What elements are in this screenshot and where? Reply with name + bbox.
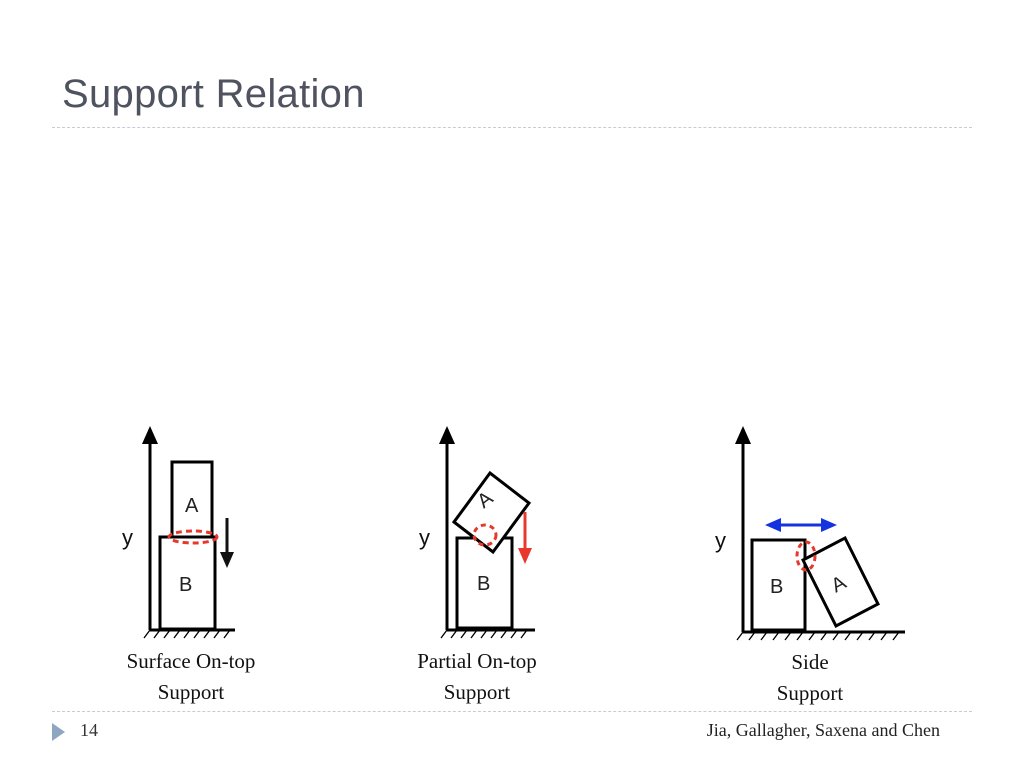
caption-line2: Support bbox=[443, 680, 511, 704]
box-a-tilted: A bbox=[451, 470, 532, 555]
support-arrow bbox=[765, 518, 837, 532]
caption-line2: Support bbox=[776, 681, 844, 705]
caption-side-support: Side Support bbox=[680, 647, 940, 709]
page-number: 14 bbox=[80, 720, 98, 740]
caption-line2: Support bbox=[157, 680, 225, 704]
title-divider bbox=[52, 127, 972, 128]
box-a-label: A bbox=[185, 495, 199, 517]
box-b: B bbox=[158, 535, 217, 631]
ground-hatch bbox=[440, 628, 535, 639]
play-triangle-icon bbox=[52, 723, 65, 741]
caption-line1: Side bbox=[791, 650, 829, 674]
caption-partial-ontop: Partial On-top Support bbox=[347, 646, 607, 708]
box-a: A bbox=[170, 460, 214, 539]
box-a-tilted: A bbox=[801, 535, 880, 629]
y-axis bbox=[439, 426, 455, 630]
footer-authors: Jia, Gallagher, Saxena and Chen bbox=[706, 720, 940, 740]
box-b-label: B bbox=[770, 576, 783, 598]
caption-line1: Surface On-top bbox=[126, 649, 256, 673]
footer-divider bbox=[52, 711, 972, 712]
y-axis-label: y bbox=[122, 525, 133, 550]
contact-marker bbox=[472, 523, 498, 547]
y-axis bbox=[735, 426, 751, 632]
ground-hatch bbox=[143, 628, 235, 639]
box-b-label: B bbox=[477, 573, 490, 595]
box-b-label: B bbox=[179, 574, 192, 596]
partial-ontop-diagram: y B A bbox=[419, 426, 535, 639]
contact-marker bbox=[167, 529, 219, 545]
y-axis-label: y bbox=[419, 525, 430, 550]
box-b: B bbox=[455, 536, 514, 630]
support-arrow bbox=[220, 518, 234, 568]
y-axis-label: y bbox=[715, 528, 726, 553]
support-arrow bbox=[518, 512, 532, 564]
slide-title: Support Relation bbox=[62, 72, 365, 116]
ground-hatch bbox=[736, 630, 905, 641]
surface-ontop-diagram: y B A bbox=[122, 426, 235, 639]
caption-line1: Partial On-top bbox=[417, 649, 537, 673]
caption-surface-ontop: Surface On-top Support bbox=[61, 646, 321, 708]
side-support-diagram: y B A bbox=[715, 426, 905, 641]
contact-marker bbox=[795, 540, 817, 572]
y-axis bbox=[142, 426, 158, 630]
